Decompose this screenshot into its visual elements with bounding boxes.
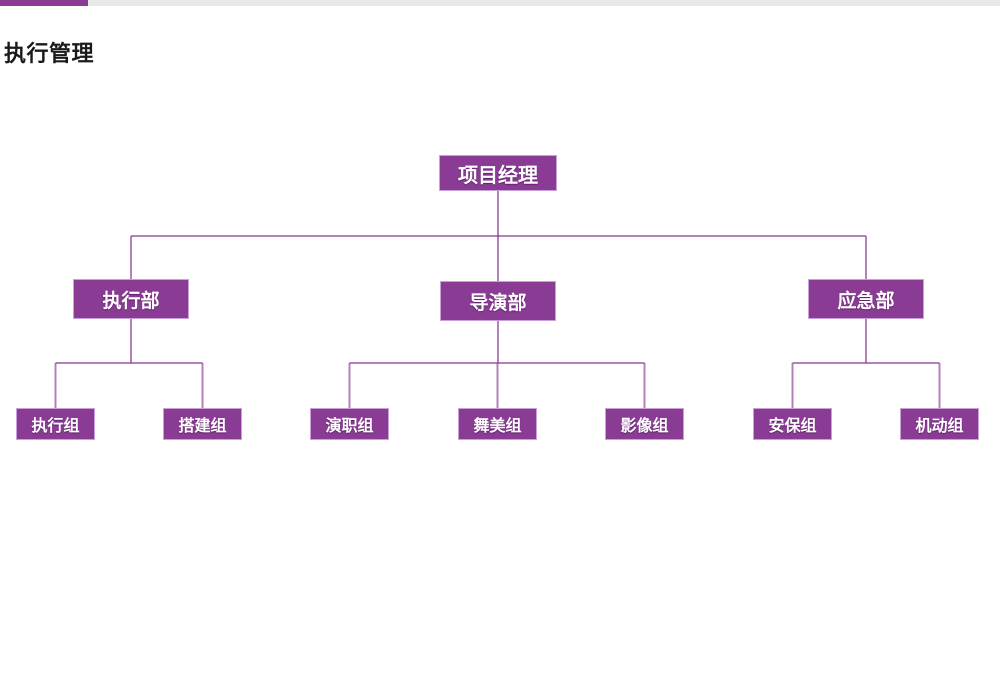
org-node-label: 安保组 (768, 418, 817, 435)
page-title: 执行管理 (4, 40, 95, 66)
header-divider-rule (0, 0, 1000, 6)
org-node-label: 项目经理 (458, 164, 538, 187)
org-node-team5[interactable]: 影像组 (605, 408, 684, 440)
org-node-label: 搭建组 (178, 418, 227, 435)
org-node-team3[interactable]: 演职组 (310, 408, 389, 440)
org-node-team6[interactable]: 安保组 (753, 408, 832, 440)
org-node-team7[interactable]: 机动组 (900, 408, 979, 440)
org-node-label: 影像组 (620, 418, 669, 435)
header-accent-bar (0, 0, 88, 6)
org-node-team4[interactable]: 舞美组 (458, 408, 537, 440)
org-node-label: 舞美组 (473, 418, 522, 435)
org-node-label: 执行组 (31, 418, 80, 435)
org-node-dept3[interactable]: 应急部 (808, 279, 924, 319)
org-node-dept2[interactable]: 导演部 (440, 281, 556, 321)
org-node-label: 导演部 (469, 292, 527, 314)
org-node-team1[interactable]: 执行组 (16, 408, 95, 440)
org-node-dept1[interactable]: 执行部 (73, 279, 189, 319)
org-node-label: 执行部 (102, 290, 160, 312)
org-node-label: 演职组 (325, 418, 374, 435)
org-node-label: 应急部 (837, 290, 895, 312)
org-node-root[interactable]: 项目经理 (439, 155, 557, 191)
org-node-label: 机动组 (915, 418, 964, 435)
org-node-team2[interactable]: 搭建组 (163, 408, 242, 440)
